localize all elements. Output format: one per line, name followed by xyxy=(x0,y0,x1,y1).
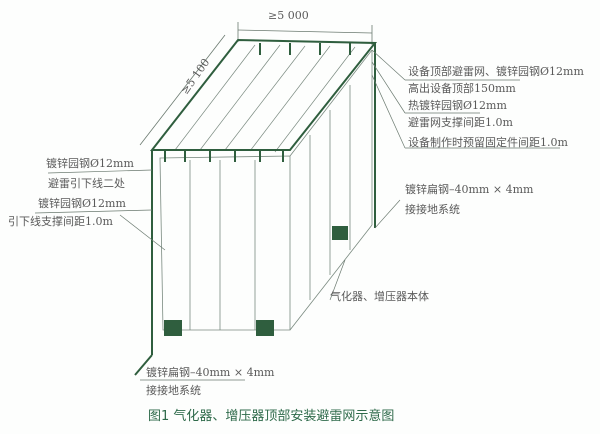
figure-caption: 图1 气化器、增压器顶部安装避雷网示意图 xyxy=(148,409,395,424)
label-down-support: 引下线支撑间距1.0m xyxy=(8,215,113,228)
label-ground-system-right: 接接地系统 xyxy=(405,203,460,216)
label-down-conductor: 避雷引下线二处 xyxy=(48,177,125,190)
equipment-body xyxy=(159,49,373,331)
label-down-rod-2: 镀锌园钢Ø12mm xyxy=(38,197,126,210)
top-mesh xyxy=(174,44,356,153)
label-ground-bar-right: 镀锌扁钢–40mm × 4mm xyxy=(405,183,534,196)
label-top-net: 设备顶部避雷网、镀锌园钢Ø12mm xyxy=(408,65,584,78)
lightning-net-rods xyxy=(134,38,378,376)
leader-lines xyxy=(34,49,560,381)
dimension-lines xyxy=(139,22,373,146)
label-equipment-body: 气化器、增压器本体 xyxy=(330,290,429,303)
label-hot-dip-rod: 热镀锌园钢Ø12mm xyxy=(408,99,507,112)
label-support-spacing: 避雷网支撑间距1.0m xyxy=(408,116,513,129)
label-height-above: 高出设备顶部150mm xyxy=(408,82,516,95)
label-ground-system-left: 接接地系统 xyxy=(146,384,201,397)
label-fixture-spacing: 设备制作时预留固定件间距1.0m xyxy=(408,136,568,149)
grounding-blocks xyxy=(164,226,348,336)
width-dimension: ≥5 000 xyxy=(268,9,309,22)
label-ground-bar-left: 镀锌扁钢–40mm × 4mm xyxy=(146,366,275,379)
label-down-rod: 镀锌园钢Ø12mm xyxy=(46,157,134,170)
